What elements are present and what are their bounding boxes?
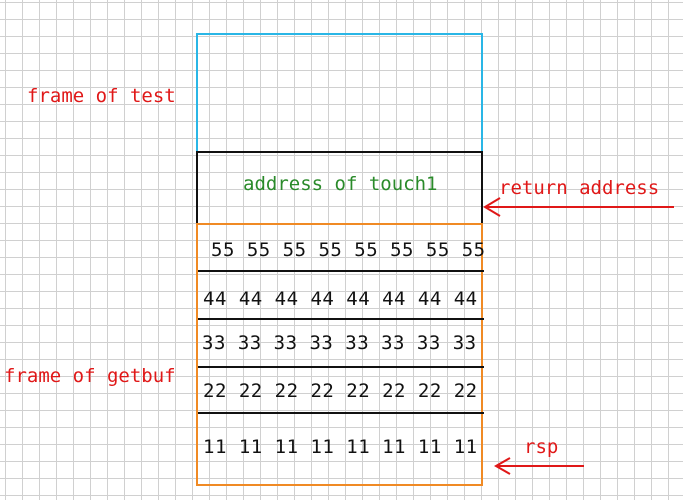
frame-of-getbuf-label: frame of getbuf [4, 365, 176, 387]
row-divider [198, 412, 484, 414]
stack-row-55: 55 55 55 55 55 55 55 55 [211, 239, 486, 261]
address-of-touch1-label: address of touch1 [243, 173, 438, 195]
frame-of-test-box [196, 33, 483, 152]
stack-row-33: 33 33 33 33 33 33 33 33 [202, 332, 477, 354]
row-divider [198, 270, 484, 272]
stack-row-22: 22 22 22 22 22 22 22 22 [203, 380, 478, 402]
return-address-arrow [483, 197, 674, 217]
frame-of-test-label: frame of test [27, 85, 176, 107]
stack-row-44: 44 44 44 44 44 44 44 44 [203, 288, 478, 310]
row-divider [198, 366, 484, 368]
rsp-arrow [493, 457, 584, 475]
return-address-label: return address [499, 177, 660, 199]
rsp-label: rsp [524, 436, 559, 458]
frame-of-getbuf-box [196, 223, 483, 486]
row-divider [198, 318, 484, 320]
return-address-slot [196, 151, 483, 224]
stack-row-11: 11 11 11 11 11 11 11 11 [203, 436, 478, 458]
